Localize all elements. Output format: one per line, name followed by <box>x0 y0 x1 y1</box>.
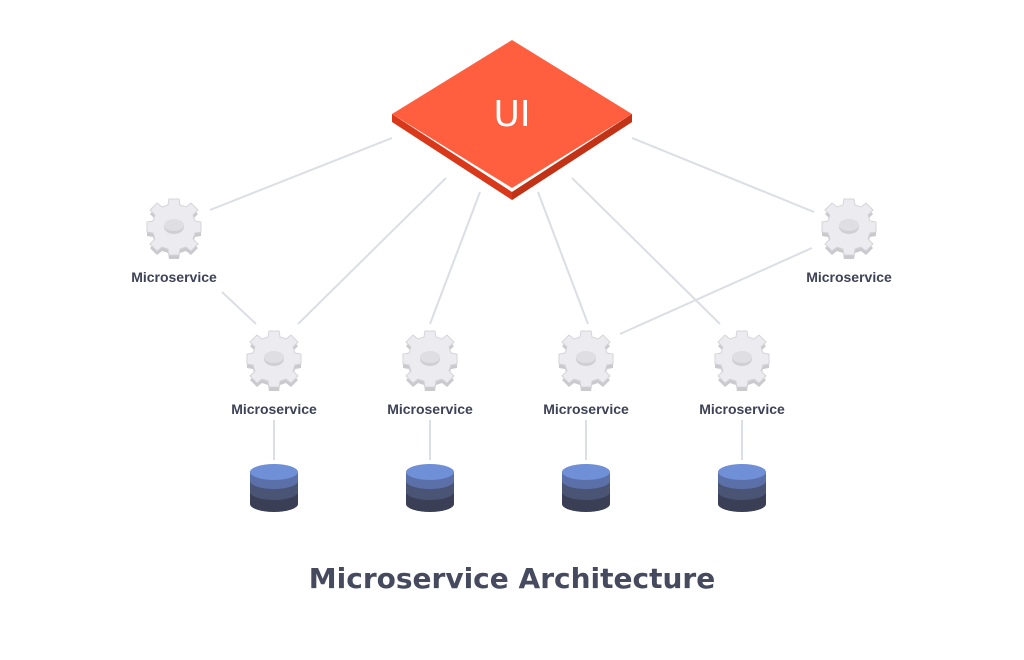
gear-icon <box>246 330 302 392</box>
database-icon <box>406 464 454 512</box>
connector-ms-6-ms-4 <box>619 247 813 335</box>
connector-ui-ms-1 <box>209 137 393 211</box>
connector-ui-ms-4 <box>537 191 589 325</box>
database-node <box>718 464 766 512</box>
ui-node: UI <box>392 40 632 200</box>
microservice-label: Microservice <box>131 269 217 285</box>
microservice-label: Microservice <box>699 401 785 417</box>
database-node <box>562 464 610 512</box>
microservice-node: Microservice <box>231 330 317 417</box>
microservice-label: Microservice <box>806 269 892 285</box>
database-icon <box>718 464 766 512</box>
database-node <box>250 464 298 512</box>
gear-icon <box>558 330 614 392</box>
connector-ui-ms-5 <box>571 177 721 325</box>
diagram-title: Microservice Architecture <box>309 562 715 595</box>
microservice-label: Microservice <box>231 401 317 417</box>
microservice-node: Microservice <box>699 330 785 417</box>
database-icon <box>562 464 610 512</box>
connector-ui-ms-6 <box>631 137 815 213</box>
gear-icon <box>714 330 770 392</box>
connectors <box>209 137 815 460</box>
connector-ui-ms-2 <box>297 177 447 325</box>
connector-ui-ms-3 <box>429 191 481 325</box>
ui-node-label: UI <box>494 94 531 135</box>
microservice-node: Microservice <box>131 198 217 285</box>
microservice-label: Microservice <box>543 401 629 417</box>
gear-icon <box>821 198 877 260</box>
database-icon <box>250 464 298 512</box>
microservice-label: Microservice <box>387 401 473 417</box>
database-node <box>406 464 454 512</box>
gear-icon <box>402 330 458 392</box>
microservice-node: Microservice <box>806 198 892 285</box>
gear-icon <box>146 198 202 260</box>
microservice-node: Microservice <box>543 330 629 417</box>
microservice-node: Microservice <box>387 330 473 417</box>
connector-ms-1-ms-2 <box>221 291 257 325</box>
